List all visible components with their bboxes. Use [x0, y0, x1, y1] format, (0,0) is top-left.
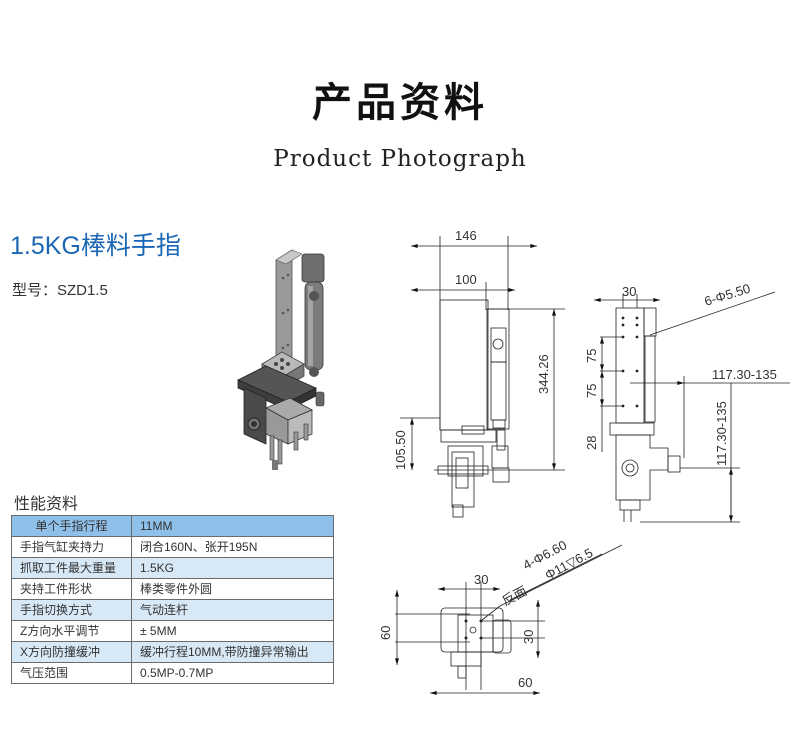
- spec-label: 手指切换方式: [11, 599, 132, 621]
- dim-top-60-bottom: 60: [518, 675, 532, 690]
- dim-117-horizontal: 117.30-135: [712, 367, 777, 382]
- dim-6-holes: 6-Φ5.50: [702, 281, 752, 309]
- model-label: 型号：: [12, 282, 58, 299]
- model-value: SZD1.5: [57, 282, 108, 299]
- dim-side-30: 30: [622, 284, 636, 299]
- dim-344-26: 344.26: [536, 354, 551, 394]
- spec-value: 气动连杆: [131, 599, 334, 621]
- performance-title: 性能资料: [14, 494, 79, 513]
- spec-value: 0.5MP-0.7MP: [131, 662, 334, 684]
- table-row: 手指切换方式气动连杆: [11, 599, 334, 621]
- dim-counterbore-label: 反面: [499, 583, 529, 608]
- product-name: 1.5KG棒料手指: [10, 232, 181, 260]
- spec-label: Z方向水平调节: [11, 620, 132, 642]
- spec-value: 棒类零件外圆: [131, 578, 334, 600]
- table-row: X方向防撞缓冲缓冲行程10MM,带防撞异常输出: [11, 641, 334, 663]
- product-model: 型号：SZD1.5: [12, 279, 108, 300]
- product-render-image: [237, 249, 325, 470]
- spec-label: X方向防撞缓冲: [11, 641, 132, 663]
- dim-146: 146: [455, 228, 477, 243]
- page-title: 产品资料: [312, 80, 488, 126]
- spec-label: 气压范围: [11, 662, 132, 684]
- dim-105-50: 105.50: [393, 430, 408, 470]
- table-row: 夹持工件形状棒类零件外圆: [11, 578, 334, 600]
- table-row: Z方向水平调节± 5MM: [11, 620, 334, 642]
- top-view-drawing: [395, 544, 623, 695]
- dim-117-vertical: 117.30-135: [714, 401, 729, 466]
- page-subtitle: Product Photograph: [273, 146, 527, 172]
- dim-100: 100: [455, 272, 477, 287]
- dim-top-60-left: 60: [378, 626, 393, 640]
- dim-75-b: 75: [584, 384, 599, 398]
- side-view-drawing: [594, 291, 790, 523]
- dim-28: 28: [584, 436, 599, 450]
- dim-top-30: 30: [474, 572, 488, 587]
- dim-75-a: 75: [584, 349, 599, 363]
- dim-top-30-right: 30: [521, 630, 536, 644]
- front-view-drawing: [400, 236, 565, 518]
- spec-label: 夹持工件形状: [11, 578, 132, 600]
- spec-value: 缓冲行程10MM,带防撞异常输出: [131, 641, 334, 663]
- spec-label: 手指气缸夹持力: [11, 536, 132, 558]
